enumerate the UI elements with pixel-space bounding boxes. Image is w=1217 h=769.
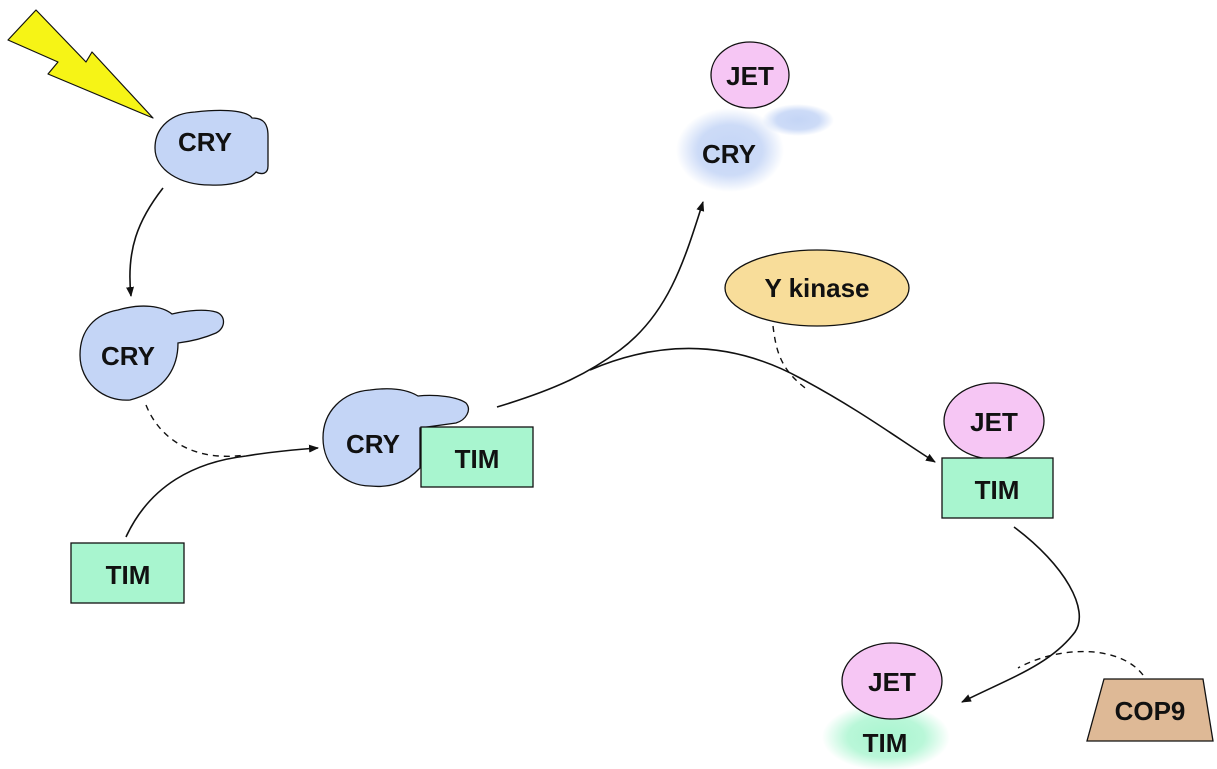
cry-shape bbox=[79, 305, 225, 401]
cry-activated: CRY bbox=[79, 305, 225, 401]
cop9: COP9 bbox=[1086, 678, 1214, 742]
arrow-to-degradation bbox=[961, 526, 1081, 703]
cry-shape bbox=[322, 388, 470, 488]
tim-box bbox=[420, 426, 534, 488]
cop9-label: COP9 bbox=[1115, 696, 1186, 726]
cry-shape bbox=[154, 109, 269, 186]
cop9-dashed-line bbox=[1017, 650, 1144, 676]
arrow-to-jet-cry bbox=[496, 201, 705, 408]
lightning-bolt-icon bbox=[7, 9, 154, 119]
jet-tim-complex: JET TIM bbox=[941, 382, 1054, 519]
cry-binding-dashed-line bbox=[145, 404, 246, 457]
tim-label: TIM bbox=[975, 475, 1020, 505]
tim-label: TIM bbox=[863, 728, 908, 758]
jet-label: JET bbox=[726, 61, 774, 91]
cop9-trapezoid bbox=[1086, 678, 1214, 742]
cry-fading-tail bbox=[762, 104, 834, 136]
jet-oval bbox=[710, 41, 790, 109]
tim-box bbox=[941, 457, 1054, 519]
cry-label: CRY bbox=[101, 341, 155, 371]
cry-label: CRY bbox=[702, 139, 756, 169]
arrow-tim-binding bbox=[125, 444, 319, 538]
tim-label: TIM bbox=[455, 444, 500, 474]
cry-light-receptor: CRY bbox=[154, 109, 269, 186]
jet-oval bbox=[841, 642, 943, 720]
jet-tim-degraded: JET TIM bbox=[822, 642, 950, 769]
jet-label: JET bbox=[868, 667, 916, 697]
y-kinase-dashed-line bbox=[772, 325, 809, 391]
y-kinase-label: Y kinase bbox=[764, 273, 869, 303]
tim-free: TIM bbox=[70, 542, 185, 604]
jet-cry-released: JET CRY bbox=[676, 41, 834, 192]
arrow-to-jet-tim bbox=[589, 347, 936, 463]
tim-fading-shape bbox=[822, 703, 950, 769]
tim-label: TIM bbox=[106, 560, 151, 590]
jet-label: JET bbox=[970, 407, 1018, 437]
cry-tim-complex: CRY TIM bbox=[322, 388, 534, 488]
arrow-cry-activation bbox=[126, 187, 164, 297]
y-kinase-oval bbox=[724, 249, 910, 327]
y-kinase: Y kinase bbox=[724, 249, 910, 327]
cry-label: CRY bbox=[346, 429, 400, 459]
tim-box bbox=[70, 542, 185, 604]
cry-fading-shape bbox=[676, 108, 784, 192]
cry-label: CRY bbox=[178, 127, 232, 157]
